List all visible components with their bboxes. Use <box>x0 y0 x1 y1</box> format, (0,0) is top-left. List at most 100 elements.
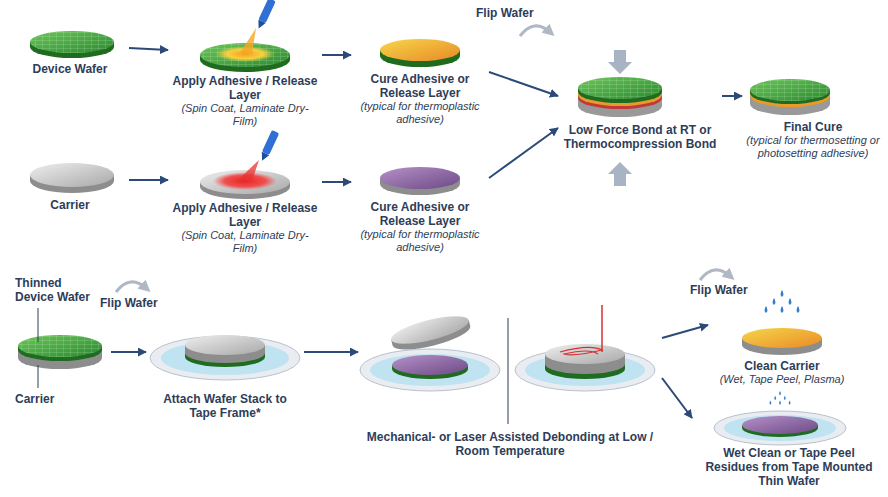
clean-carrier <box>742 290 822 355</box>
carrier-dispense <box>238 160 259 181</box>
process-step: Carrier <box>15 160 125 212</box>
process-step: Device Wafer <box>15 30 125 76</box>
picture-space <box>355 30 485 72</box>
step-title: Attach Wafer Stack to Tape Frame* <box>150 392 300 420</box>
step-title: Final Cure <box>746 120 880 134</box>
bonded-stack <box>578 77 662 99</box>
step-title: Carrier <box>15 392 97 406</box>
picture-space <box>172 152 318 201</box>
mechanical-debond <box>360 349 500 391</box>
final-cure-stack <box>750 79 830 101</box>
process-step: Low Force Bond at RT or Thermocompressio… <box>562 68 718 151</box>
process-step: Mechanical- or Laser Assisted Debonding … <box>362 312 658 458</box>
flip-arrows <box>116 26 730 292</box>
device-wafer <box>30 31 114 53</box>
mechanical-debond <box>389 311 473 356</box>
step-note: (Spin Coat, Laminate Dry-Film) <box>172 102 318 128</box>
picture-space <box>562 68 718 123</box>
process-step: Cure Adhesive or Release Layer(typical f… <box>355 30 485 126</box>
picture-space <box>15 304 107 392</box>
adhesive-dispense <box>200 0 290 72</box>
carrier-wafer <box>30 163 114 193</box>
process-step: Wet Clean or Tape Peel Residues from Tap… <box>696 388 882 488</box>
thinned-stack <box>38 308 39 342</box>
step-note: (typical for thermoplastic adhesive) <box>355 228 485 254</box>
tape-mounted-thin-wafer <box>724 415 836 441</box>
picture-space <box>355 160 485 200</box>
device-wafer <box>30 31 114 53</box>
cured-carrier <box>380 167 460 195</box>
cured-device-wafer <box>380 39 460 67</box>
flow-arrow <box>489 128 558 178</box>
tape-frame-stack <box>185 335 265 355</box>
bonded-stack <box>578 77 662 99</box>
step-title: Carrier <box>15 198 125 212</box>
adhesive-dispense <box>240 28 256 54</box>
step-title: Cure Adhesive or Release Layer <box>355 200 485 228</box>
tape-mounted-thin-wafer <box>714 411 846 445</box>
final-cure-stack <box>750 79 830 115</box>
step-title: Thinned Device Wafer <box>15 276 97 304</box>
laser-debond <box>560 347 602 354</box>
bonded-stack <box>608 50 632 74</box>
step-note: (typical for thermoplastic adhesive) <box>355 100 485 126</box>
picture-space <box>150 320 300 392</box>
tape-frame-stack <box>150 336 300 380</box>
flip-label: Flip Wafer <box>690 283 748 297</box>
laser-debond <box>515 305 655 391</box>
mechanical-debond <box>370 354 490 386</box>
step-title: Low Force Bond at RT or Thermocompressio… <box>562 123 718 151</box>
thinned-stack <box>18 335 102 357</box>
process-step: Clean Carrier(Wet, Tape Peel, Plasma) <box>712 284 852 386</box>
thinned-stack <box>38 365 39 388</box>
step-title: Wet Clean or Tape Peel Residues from Tap… <box>696 446 882 488</box>
mechanical-debond <box>389 311 471 350</box>
bonded-stack <box>578 50 662 186</box>
picture-space <box>15 30 125 62</box>
flow-arrow <box>111 351 146 353</box>
process-step: Final Cure(typical for thermosetting or … <box>746 70 880 160</box>
tape-mounted-thin-wafer <box>770 391 791 405</box>
carrier-dispense <box>262 130 279 155</box>
flow-arrow <box>129 179 168 181</box>
final-cure-stack <box>750 79 830 101</box>
bonded-stack <box>608 162 632 186</box>
step-title: Cure Adhesive or Release Layer <box>355 72 485 100</box>
adhesive-dispense <box>255 0 276 30</box>
flip-label: Flip Wafer <box>100 296 158 310</box>
mechanical-debond <box>392 355 468 375</box>
step-note: (typical for thermosetting or photosetti… <box>746 134 880 160</box>
clean-carrier <box>742 328 822 348</box>
flip-arrows <box>520 26 550 36</box>
carrier-dispense <box>200 130 290 199</box>
carrier-dispense <box>258 130 279 162</box>
flow-arrow <box>129 48 168 50</box>
laser-debond <box>545 344 625 364</box>
flow-arrow <box>322 54 351 56</box>
step-note: (Spin Coat, Laminate Dry-Film) <box>172 229 318 255</box>
process-step: Thinned Device WaferCarrier <box>15 276 107 406</box>
flow-arrow <box>662 378 692 418</box>
cured-device-wafer <box>380 39 460 61</box>
thinned-stack <box>18 308 102 388</box>
process-step: Apply Adhesive / Release Layer(Spin Coat… <box>172 20 318 128</box>
step-note: (Wet, Tape Peel, Plasma) <box>712 373 852 386</box>
flow-arrow <box>722 95 742 97</box>
picture-space <box>172 20 318 74</box>
process-step: Cure Adhesive or Release Layer(typical f… <box>355 160 485 254</box>
carrier-wafer <box>30 163 114 187</box>
adhesive-dispense <box>258 0 275 23</box>
step-title: Apply Adhesive / Release Layer <box>172 201 318 229</box>
flow-arrow <box>662 325 708 338</box>
tape-mounted-thin-wafer <box>742 416 818 434</box>
cured-carrier <box>380 167 460 189</box>
tape-mounted-thin-wafer <box>714 391 846 445</box>
flow-arrow <box>304 351 358 353</box>
step-title: Mechanical- or Laser Assisted Debonding … <box>362 430 658 458</box>
flow-arrow <box>489 72 558 96</box>
picture-space <box>15 160 125 198</box>
step-title: Device Wafer <box>15 62 125 76</box>
flip-arrows <box>700 270 730 280</box>
clean-carrier <box>765 290 800 313</box>
picture-space <box>696 388 882 446</box>
